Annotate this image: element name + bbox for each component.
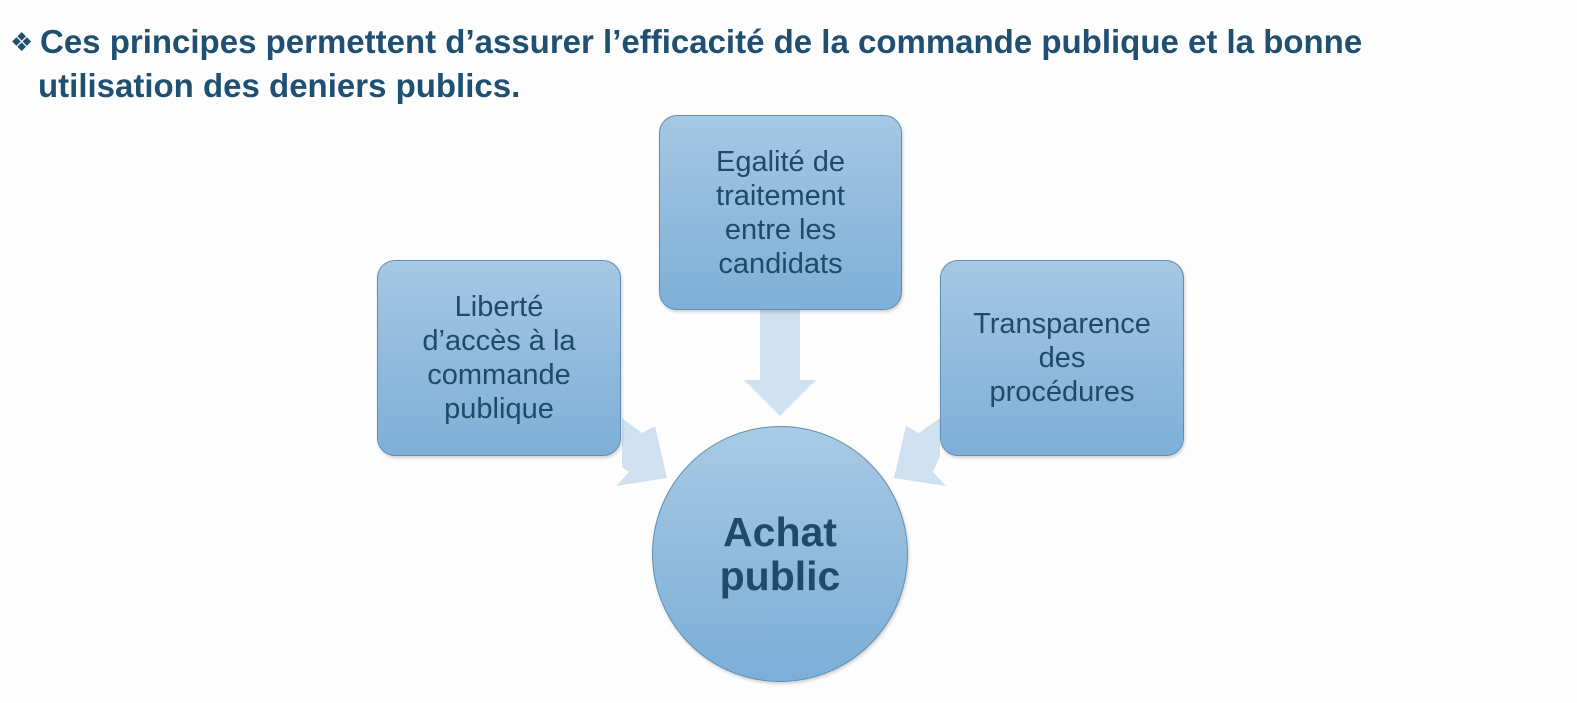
node-egalite-traitement-label: Egalité de traitement entre les candidat…	[716, 145, 845, 280]
node-egalite-traitement: Egalité de traitement entre les candidat…	[659, 115, 902, 310]
node-liberte-acces: Liberté d’accès à la commande publique	[377, 260, 621, 456]
node-achat-public: Achat public	[652, 426, 908, 682]
arrow-left-to-center	[616, 418, 667, 486]
node-transparence-procedures: Transparence des procédures	[940, 260, 1184, 456]
arrow-top-to-center	[744, 310, 816, 416]
arrow-right-to-center	[894, 418, 946, 486]
diamond-bullet-icon: ❖	[10, 27, 34, 57]
node-achat-public-label: Achat public	[719, 509, 841, 599]
slide-heading: ❖Ces principes permettent d’assurer l’ef…	[10, 20, 1565, 108]
node-transparence-procedures-label: Transparence des procédures	[973, 308, 1151, 408]
heading-line-1: Ces principes permettent d’assurer l’eff…	[40, 23, 1363, 60]
heading-line-2: utilisation des deniers publics.	[38, 67, 521, 104]
node-liberte-acces-label: Liberté d’accès à la commande publique	[422, 291, 576, 425]
